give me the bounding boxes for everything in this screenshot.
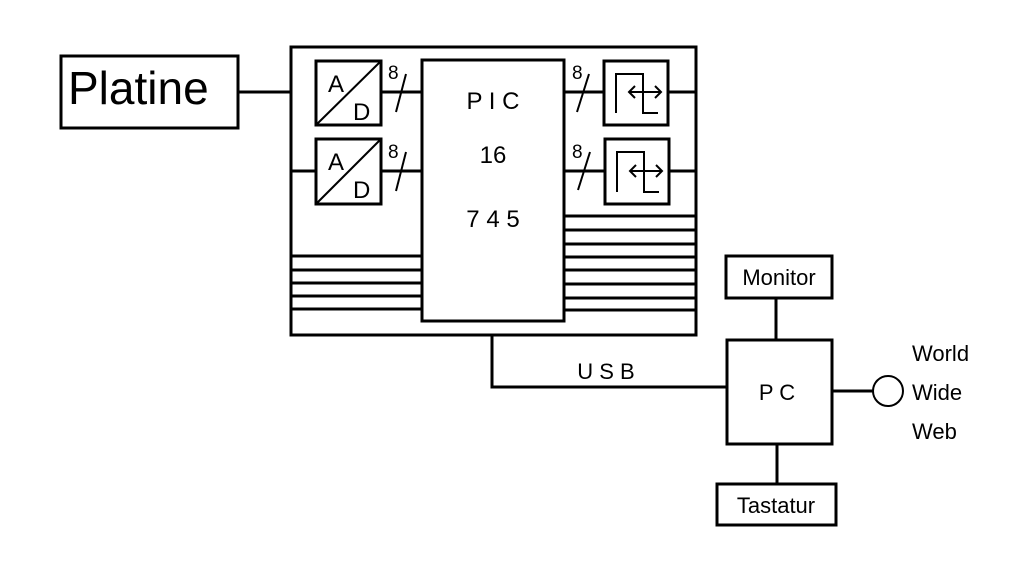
platine-box: [59, 54, 240, 130]
bus-slash: [577, 151, 591, 191]
pic-label-line1: P I C: [467, 88, 520, 115]
bus-width-label: 8: [388, 142, 399, 163]
adc-diagonal: [315, 60, 382, 126]
adc-converter-2: A D: [314, 137, 383, 206]
internet-connector-icon: [872, 375, 904, 407]
bus-slash: [395, 73, 407, 113]
adc-label-d: D: [353, 177, 370, 204]
adc-label-a: A: [328, 149, 344, 176]
pulse-waveform-icon: [616, 151, 659, 193]
www-label-line3: Web: [912, 419, 957, 444]
platine-label: Platine: [68, 62, 209, 114]
arrow-head-left: [628, 164, 637, 178]
adc-diagonal: [315, 138, 382, 205]
pulse-output-1: [602, 59, 670, 127]
keyboard-box: [715, 482, 838, 527]
pc-box: [725, 338, 834, 446]
monitor-label: Monitor: [742, 265, 815, 290]
monitor-box: [724, 254, 834, 300]
monitor-block: Monitor: [724, 254, 834, 300]
keyboard-label: Tastatur: [737, 493, 815, 518]
pic-label-line2: 16: [480, 142, 507, 169]
www-label-line2: Wide: [912, 380, 962, 405]
keyboard-block: Tastatur: [715, 482, 838, 527]
pic-label-line3: 7 4 5: [466, 206, 519, 233]
platine-block: Platine: [59, 54, 240, 130]
bus-slash: [576, 73, 590, 113]
usb-label: U S B: [577, 359, 634, 384]
pc-block: P C: [725, 338, 834, 446]
right-bus-lines: [564, 214, 696, 312]
arrow-head-right: [655, 164, 664, 178]
adc-converter-1: A D: [314, 59, 383, 127]
pulse-waveform-icon: [615, 73, 658, 114]
pc-label: P C: [759, 380, 795, 405]
www-label-line1: World: [912, 341, 969, 366]
bus-width-label: 8: [388, 63, 399, 84]
usb-wire: [490, 335, 727, 389]
adc-label-d: D: [353, 99, 370, 126]
bus-slash: [395, 151, 407, 192]
arrow-head-left: [627, 85, 636, 99]
pic-box: [420, 58, 566, 323]
left-bus-lines: [291, 254, 422, 311]
pulse-output-2: [603, 137, 671, 206]
bus-width-label: 8: [572, 142, 583, 163]
adc-label-a: A: [328, 71, 344, 98]
arrow-head-right: [654, 85, 663, 99]
bus-width-label: 8: [572, 63, 583, 84]
pic-microcontroller: P I C 16 7 4 5: [420, 58, 566, 323]
